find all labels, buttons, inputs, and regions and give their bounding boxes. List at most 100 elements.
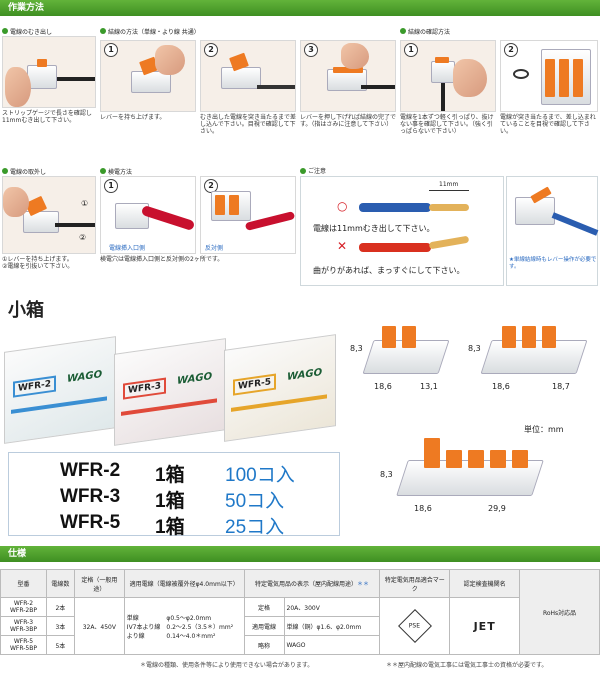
box-wfr5: WFR-5 WAGO [224, 334, 336, 442]
step-caption: むき出した電線を突き当たるまで差し込んで下さい。目視で確認して下さい。 [200, 114, 297, 135]
dim-height: 8,3 [380, 470, 393, 479]
step-connect: 結線の方法（単線・より線 共通） [100, 26, 396, 36]
lever [333, 67, 363, 73]
ok-wire-insulation [359, 203, 431, 212]
cell-model: WFR-3 WFR-3BP [0, 616, 47, 636]
wire [441, 83, 445, 111]
lever [215, 195, 225, 215]
ng-wire-copper [428, 235, 470, 250]
spec-table: 型番 電線数 定格（一般用途） 適用電線（電線被覆外径φ4.0mm以下） 特定電… [0, 569, 600, 655]
dim-width: 18,6 [414, 504, 432, 513]
table-row: WFR-2 WFR-2BP 2本 32A、450V 単線 IV7本より線 より線… [0, 597, 600, 655]
step-title: 結線の方法（単線・より線 共通） [108, 28, 200, 36]
finger [3, 187, 29, 217]
lever [512, 450, 528, 468]
step-connect-2: 2 むき出した電線を突き当たるまで差し込んで下さい。目視で確認して下さい。 [200, 40, 296, 135]
cell-poles: 5本 [45, 635, 75, 655]
boxes-heading: 小箱 [8, 300, 44, 321]
caution-panel: 11mm ○ 電線は11mmむき出して下さい。 ✕ 曲がりがあれば、まっすぐにし… [300, 176, 504, 286]
cell-p-abbr-label: 略称 [243, 635, 285, 655]
lever [502, 326, 516, 348]
lever [468, 450, 484, 468]
ng-symbol: ✕ [337, 239, 348, 253]
step-connect-3: 3 レバーを押し下げれば結線の完了です。（指はさみに注意して下さい） [300, 40, 396, 128]
cell-rating: 32A、450V [73, 597, 125, 655]
table-header-row: 型番 電線数 定格（一般用途） 適用電線（電線被覆外径φ4.0mm以下） 特定電… [0, 569, 600, 655]
connector [23, 211, 59, 233]
section-header-procedure: 作業方法 [0, 0, 600, 16]
box-wfr3: WFR-3 WAGO [114, 338, 226, 446]
lever [573, 59, 583, 97]
wire-blue [551, 212, 599, 236]
footnote-2: ＊＊屋内配線の電気工事には電気工事士の資格が必要です。 [386, 662, 548, 669]
dim-width: 18,6 [374, 382, 392, 391]
bullet-icon [100, 168, 106, 174]
label-insertion-side: 電線挿入口側 [109, 245, 146, 252]
dimension-line [429, 190, 469, 191]
bullet-icon [2, 168, 8, 174]
order-count: 1箱 [155, 465, 185, 486]
cell-cert: JET [449, 597, 521, 655]
bullet-icon [100, 28, 106, 34]
connector [221, 67, 261, 89]
lever [446, 450, 462, 468]
box-label: WFR-2 [13, 375, 57, 398]
step-title: 結線の確認方法 [408, 28, 451, 36]
bullet-icon [2, 28, 8, 34]
step-number: 2 [504, 43, 518, 57]
lever [545, 59, 555, 97]
step-number: 3 [304, 43, 318, 57]
lever [382, 326, 396, 348]
wire [257, 85, 295, 89]
section-title: 作業方法 [8, 3, 45, 13]
dim-wfr5: 8,3 18,6 29,9 [380, 430, 560, 520]
step-title: 検電方法 [108, 168, 133, 176]
box-label: WFR-3 [123, 377, 167, 400]
dim-depth: 13,1 [420, 382, 438, 391]
bullet-icon [300, 167, 306, 174]
lever [402, 326, 416, 348]
step-number: 1 [104, 179, 118, 193]
step-strip: 電線のむき出し ストリップゲージで長さを確認し11mmむき出して下さい。 [2, 26, 96, 124]
lever [229, 195, 239, 215]
order-row: WFR-5 1箱 25コ入 [60, 512, 284, 538]
lever [542, 326, 556, 348]
lever [424, 438, 440, 468]
header-product-text: 特定電気用品の表示（屋内配線用途） [254, 581, 357, 588]
caution-title: ご注意 [308, 168, 327, 175]
connector [431, 61, 455, 83]
cert-logo: JET [473, 619, 496, 633]
order-count: 1箱 [155, 517, 185, 538]
header-poles: 電線数 [45, 569, 75, 598]
table-row: WFR-5 WFR-5BP 5本 略称 WAGO [0, 635, 600, 655]
tester-probe [244, 211, 295, 231]
check-photo-2: 2 [500, 40, 598, 112]
order-row: WFR-2 1箱 100コ入 [60, 460, 295, 486]
lever [37, 59, 47, 67]
product-boxes: WFR-2 WAGO WFR-3 WAGO WFR-5 WAGO [4, 322, 340, 448]
dim-height: 8,3 [468, 344, 481, 353]
connect-photo-3: 3 [300, 40, 396, 112]
section-header-spec: 仕様 [0, 546, 600, 562]
wire-sizes: φ0.5〜φ2.0mm 0.2〜2.5（3.5＊）mm² 0.14〜4.0＊mm… [166, 614, 234, 640]
ok-symbol: ○ [337, 199, 348, 213]
label-opposite-side: 反対側 [205, 245, 224, 252]
cell-poles: 3本 [45, 616, 75, 636]
step-caption: 電線を1本ずつ軽く引っぱり、抜けない事を確認して下さい。（強く引っぱらないで下さ… [400, 114, 494, 135]
ng-text: 曲がりがあれば、まっすぐにして下さい。 [313, 266, 465, 275]
finger [453, 59, 487, 97]
step-test: 検電方法 1 電線挿入口側 2 反対側 検電穴は電線挿入口側と反対側の2ヶ所です… [100, 166, 296, 263]
dimension-label: 11mm [439, 181, 459, 188]
wire [361, 85, 395, 89]
step-number: 1 [104, 43, 118, 57]
step-check-1: 1 電線を1本ずつ軽く引っぱり、抜けない事を確認して下さい。（強く引っぱらないで… [400, 40, 496, 135]
cell-poles: 2本 [45, 597, 75, 617]
brand-logo: WAGO [287, 367, 323, 384]
box-stripe [11, 396, 107, 414]
test-photo-1: 1 電線挿入口側 [100, 176, 196, 254]
step-number: 2 [204, 43, 218, 57]
finger [5, 67, 31, 107]
header-pse: 特定電気用品適合マーク [379, 569, 451, 598]
cell-p-wire-label: 適用電線 [243, 616, 285, 636]
mark-1: ① [81, 199, 89, 208]
